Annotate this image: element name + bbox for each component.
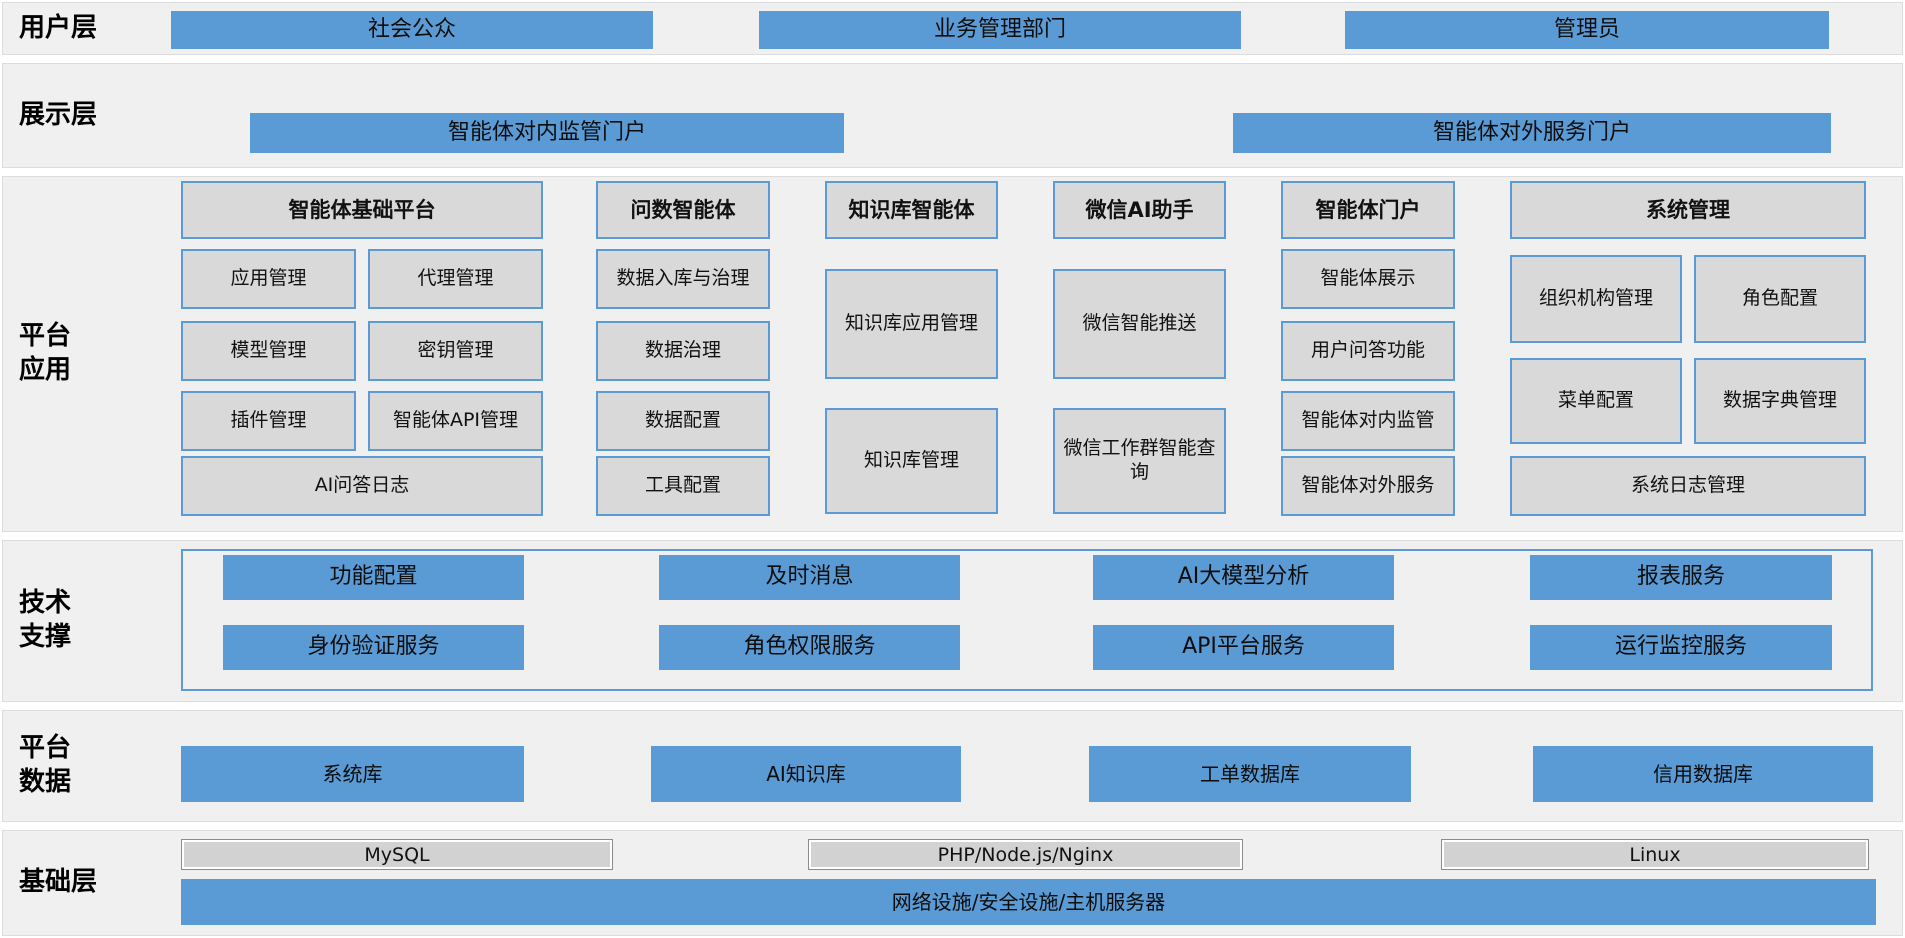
base-box-mysql: MySQL xyxy=(181,839,613,870)
section-user-layer: 用户层 社会公众 业务管理部门 管理员 xyxy=(2,2,1903,55)
app-item-plugin-mgmt: 插件管理 xyxy=(181,391,356,451)
section-tech-layer: 技术支撑 功能配置 及时消息 AI大模型分析 报表服务 身份验证服务 角色权限服… xyxy=(2,540,1903,702)
display-layer-label: 展示层 xyxy=(19,99,98,130)
user-box-business-dept: 业务管理部门 xyxy=(759,11,1241,49)
app-col4-header: 微信AI助手 xyxy=(1053,181,1226,239)
app-item-application-mgmt: 应用管理 xyxy=(181,249,356,309)
section-data-layer: 平台数据 系统库 AI知识库 工单数据库 信用数据库 xyxy=(2,710,1903,822)
tech-layer-label: 技术支撑 xyxy=(19,588,72,652)
display-box-internal-portal: 智能体对内监管门户 xyxy=(250,113,844,153)
app-item-api-mgmt: 智能体API管理 xyxy=(368,391,543,451)
display-box-external-portal: 智能体对外服务门户 xyxy=(1233,113,1831,153)
app-item-menu-config: 菜单配置 xyxy=(1510,358,1682,444)
app-item-system-log-mgmt: 系统日志管理 xyxy=(1510,456,1866,516)
tech-box-instant-message: 及时消息 xyxy=(659,555,960,600)
base-box-php-nodejs-nginx: PHP/Node.js/Nginx xyxy=(808,839,1243,870)
app-item-role-config: 角色配置 xyxy=(1694,255,1866,343)
tech-box-function-config: 功能配置 xyxy=(223,555,524,600)
app-col2-header: 问数智能体 xyxy=(596,181,770,239)
tech-box-report-service: 报表服务 xyxy=(1530,555,1832,600)
app-item-kb-mgmt: 知识库管理 xyxy=(825,408,998,514)
tech-box-identity-verification: 身份验证服务 xyxy=(223,625,524,670)
app-item-tool-config: 工具配置 xyxy=(596,456,770,516)
tech-box-role-permission: 角色权限服务 xyxy=(659,625,960,670)
data-box-work-order-db: 工单数据库 xyxy=(1089,746,1411,802)
app-layer-label: 平台应用 xyxy=(19,321,72,385)
app-col6-header: 系统管理 xyxy=(1510,181,1866,239)
app-item-data-config: 数据配置 xyxy=(596,391,770,451)
data-box-system-db: 系统库 xyxy=(181,746,524,802)
app-item-wechat-group-query: 微信工作群智能查询 xyxy=(1053,408,1226,514)
app-col5-header: 智能体门户 xyxy=(1281,181,1455,239)
data-box-credit-db: 信用数据库 xyxy=(1533,746,1873,802)
app-item-wechat-push: 微信智能推送 xyxy=(1053,269,1226,379)
section-base-layer: 基础层 MySQL PHP/Node.js/Nginx Linux 网络设施/安… xyxy=(2,830,1903,936)
app-item-user-qa: 用户问答功能 xyxy=(1281,321,1455,381)
app-item-agent-mgmt: 代理管理 xyxy=(368,249,543,309)
app-item-org-mgmt: 组织机构管理 xyxy=(1510,255,1682,343)
app-item-internal-supervision: 智能体对内监管 xyxy=(1281,391,1455,451)
base-box-linux: Linux xyxy=(1441,839,1869,870)
app-item-key-mgmt: 密钥管理 xyxy=(368,321,543,381)
data-layer-label: 平台数据 xyxy=(19,733,72,797)
app-col3-header: 知识库智能体 xyxy=(825,181,998,239)
app-item-agent-showcase: 智能体展示 xyxy=(1281,249,1455,309)
data-box-ai-knowledge-db: AI知识库 xyxy=(651,746,961,802)
app-item-kb-app-mgmt: 知识库应用管理 xyxy=(825,269,998,379)
tech-box-ai-llm-analysis: AI大模型分析 xyxy=(1093,555,1394,600)
tech-box-api-platform: API平台服务 xyxy=(1093,625,1394,670)
tech-container xyxy=(181,549,1873,691)
app-item-ai-qa-log: AI问答日志 xyxy=(181,456,543,516)
tech-box-monitoring: 运行监控服务 xyxy=(1530,625,1832,670)
user-box-admin: 管理员 xyxy=(1345,11,1829,49)
app-item-data-dict-mgmt: 数据字典管理 xyxy=(1694,358,1866,444)
section-app-layer: 平台应用 智能体基础平台 应用管理 代理管理 模型管理 密钥管理 插件管理 智能… xyxy=(2,176,1903,532)
app-item-model-mgmt: 模型管理 xyxy=(181,321,356,381)
section-display-layer: 展示层 智能体对内监管门户 智能体对外服务门户 xyxy=(2,63,1903,168)
user-layer-label: 用户层 xyxy=(19,12,98,43)
base-box-infrastructure: 网络设施/安全设施/主机服务器 xyxy=(181,879,1876,925)
user-box-public: 社会公众 xyxy=(171,11,653,49)
app-item-data-governance: 数据治理 xyxy=(596,321,770,381)
app-col1-header: 智能体基础平台 xyxy=(181,181,543,239)
app-item-data-ingest: 数据入库与治理 xyxy=(596,249,770,309)
app-item-external-service: 智能体对外服务 xyxy=(1281,456,1455,516)
base-layer-label: 基础层 xyxy=(19,867,98,898)
